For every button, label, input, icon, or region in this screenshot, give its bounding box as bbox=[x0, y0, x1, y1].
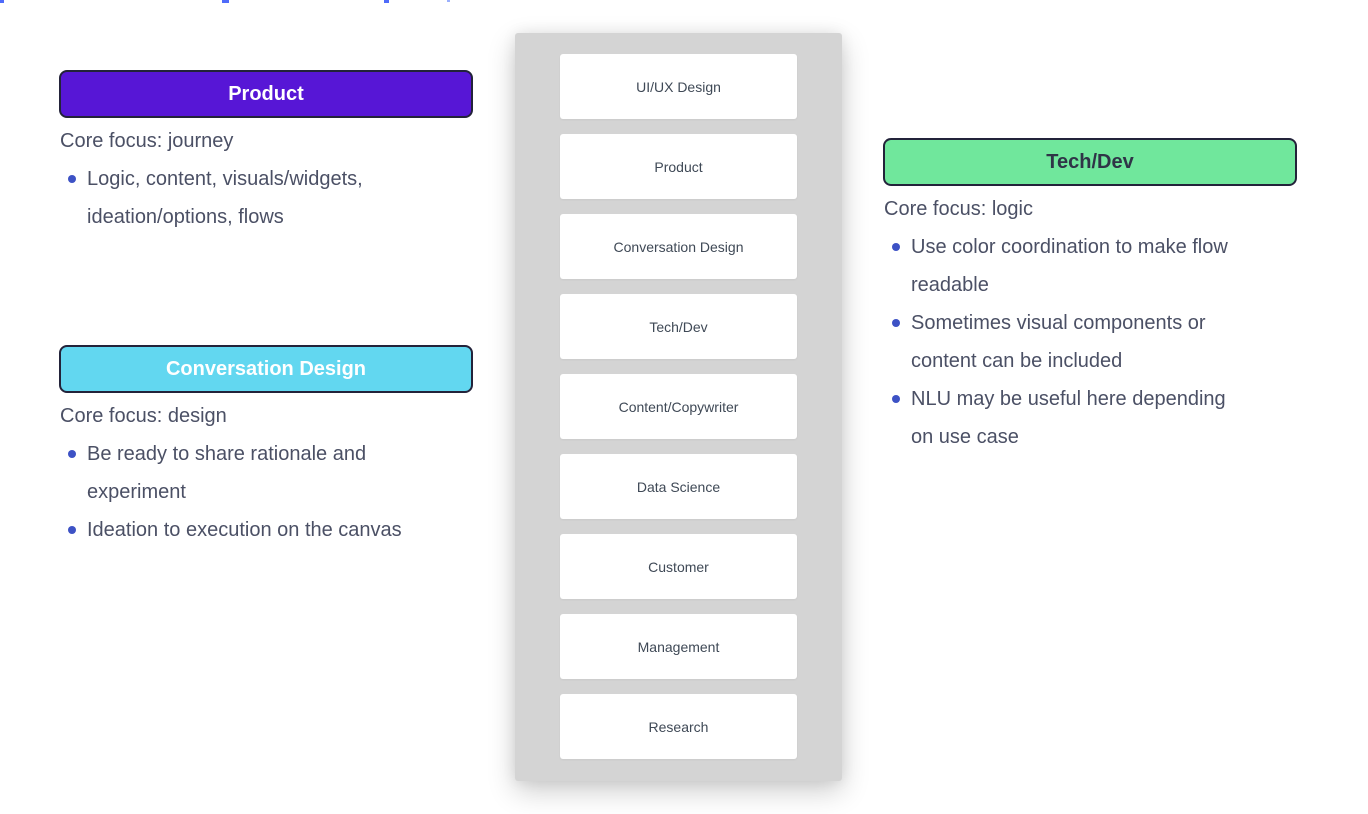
card-conversation-design-title: Conversation Design bbox=[165, 357, 367, 380]
card-tech-dev-header-shape[interactable]: Tech/Dev bbox=[883, 138, 1297, 186]
bullet-item: Use color coordination to make flow read… bbox=[883, 228, 1297, 304]
role-panel[interactable]: UI/UX Design Product Conversation Design… bbox=[515, 33, 842, 781]
role-card-product[interactable]: Product bbox=[560, 134, 797, 199]
card-product-body: Core focus: journey Logic, content, visu… bbox=[59, 122, 473, 236]
card-conversation-design-bullet-list: Be ready to share rationale and experime… bbox=[59, 435, 473, 549]
bullet-line: experiment bbox=[87, 481, 186, 503]
bullet-item: NLU may be useful here depending on use … bbox=[883, 380, 1297, 456]
bullet-item: Ideation to execution on the canvas bbox=[59, 511, 473, 549]
bullet-text: Be ready to share rationale and experime… bbox=[87, 435, 473, 511]
role-card-data-science[interactable]: Data Science bbox=[560, 454, 797, 519]
bullet-text: Ideation to execution on the canvas bbox=[87, 511, 473, 549]
role-card-content-copywriter[interactable]: Content/Copywriter bbox=[560, 374, 797, 439]
bullet-text: Sometimes visual components or content c… bbox=[911, 304, 1297, 380]
role-card-label: UI/UX Design bbox=[636, 78, 721, 95]
card-conversation-design: Conversation Design Core focus: design B… bbox=[59, 345, 473, 549]
role-card-label: Research bbox=[648, 718, 709, 735]
card-tech-dev-bullet-list: Use color coordination to make flow read… bbox=[883, 228, 1297, 456]
bullet-line: Be ready to share rationale and bbox=[87, 443, 367, 465]
role-card-label: Customer bbox=[648, 558, 709, 575]
card-product-bullet-list: Logic, content, visuals/widgets, ideatio… bbox=[59, 160, 473, 236]
role-card-label: Product bbox=[654, 158, 703, 175]
card-tech-dev-core-focus: Core focus: logic bbox=[884, 198, 1033, 220]
cut-off-text-fragment bbox=[222, 0, 229, 3]
role-card-label: Data Science bbox=[636, 478, 721, 495]
bullet-line: Use color coordination to make flow bbox=[911, 236, 1228, 258]
card-tech-dev-title: Tech/Dev bbox=[1046, 150, 1134, 173]
role-card-conversation-design[interactable]: Conversation Design bbox=[560, 214, 797, 279]
role-card-uiux-design[interactable]: UI/UX Design bbox=[560, 54, 797, 119]
card-product-header-shape[interactable]: Product bbox=[59, 70, 473, 118]
role-card-management[interactable]: Management bbox=[560, 614, 797, 679]
role-card-customer[interactable]: Customer bbox=[560, 534, 797, 599]
bullet-line: ideation/options, flows bbox=[87, 206, 284, 228]
card-conversation-design-body: Core focus: design Be ready to share rat… bbox=[59, 397, 473, 549]
role-card-label: Tech/Dev bbox=[649, 318, 708, 335]
role-card-research[interactable]: Research bbox=[560, 694, 797, 759]
bullet-dot-icon bbox=[68, 450, 76, 458]
bullet-line: Logic, content, visuals/widgets, bbox=[87, 168, 363, 190]
bullet-line: content can be included bbox=[911, 350, 1123, 372]
bullet-text: Use color coordination to make flow read… bbox=[911, 228, 1297, 304]
bullet-item: Be ready to share rationale and experime… bbox=[59, 435, 473, 511]
card-product-title: Product bbox=[228, 82, 304, 105]
bullet-text: Logic, content, visuals/widgets, ideatio… bbox=[87, 160, 473, 236]
bullet-line: Sometimes visual components or bbox=[911, 312, 1206, 334]
card-product: Product Core focus: journey Logic, conte… bbox=[59, 70, 473, 236]
bullet-line: readable bbox=[911, 274, 989, 296]
card-product-core-focus: Core focus: journey bbox=[60, 130, 234, 152]
bullet-dot-icon bbox=[68, 175, 76, 183]
card-conversation-design-core-focus: Core focus: design bbox=[60, 405, 227, 427]
role-card-tech-dev[interactable]: Tech/Dev bbox=[560, 294, 797, 359]
bullet-dot-icon bbox=[892, 319, 900, 327]
card-tech-dev: Tech/Dev Core focus: logic Use color coo… bbox=[883, 138, 1297, 456]
card-conversation-design-header-shape[interactable]: Conversation Design bbox=[59, 345, 473, 393]
cut-off-text-fragment bbox=[384, 0, 389, 3]
bullet-line: Ideation to execution on the canvas bbox=[87, 519, 402, 541]
cut-off-text-fragment bbox=[447, 0, 450, 2]
role-card-label: Conversation Design bbox=[613, 238, 744, 255]
cut-off-text-fragment bbox=[0, 0, 4, 3]
bullet-item: Logic, content, visuals/widgets, ideatio… bbox=[59, 160, 473, 236]
bullet-line: on use case bbox=[911, 426, 1019, 448]
role-card-label: Management bbox=[637, 638, 720, 655]
role-card-label: Content/Copywriter bbox=[618, 398, 739, 415]
bullet-dot-icon bbox=[68, 526, 76, 534]
bullet-text: NLU may be useful here depending on use … bbox=[911, 380, 1297, 456]
bullet-line: NLU may be useful here depending bbox=[911, 388, 1226, 410]
bullet-dot-icon bbox=[892, 243, 900, 251]
bullet-item: Sometimes visual components or content c… bbox=[883, 304, 1297, 380]
card-tech-dev-body: Core focus: logic Use color coordination… bbox=[883, 190, 1297, 456]
bullet-dot-icon bbox=[892, 395, 900, 403]
